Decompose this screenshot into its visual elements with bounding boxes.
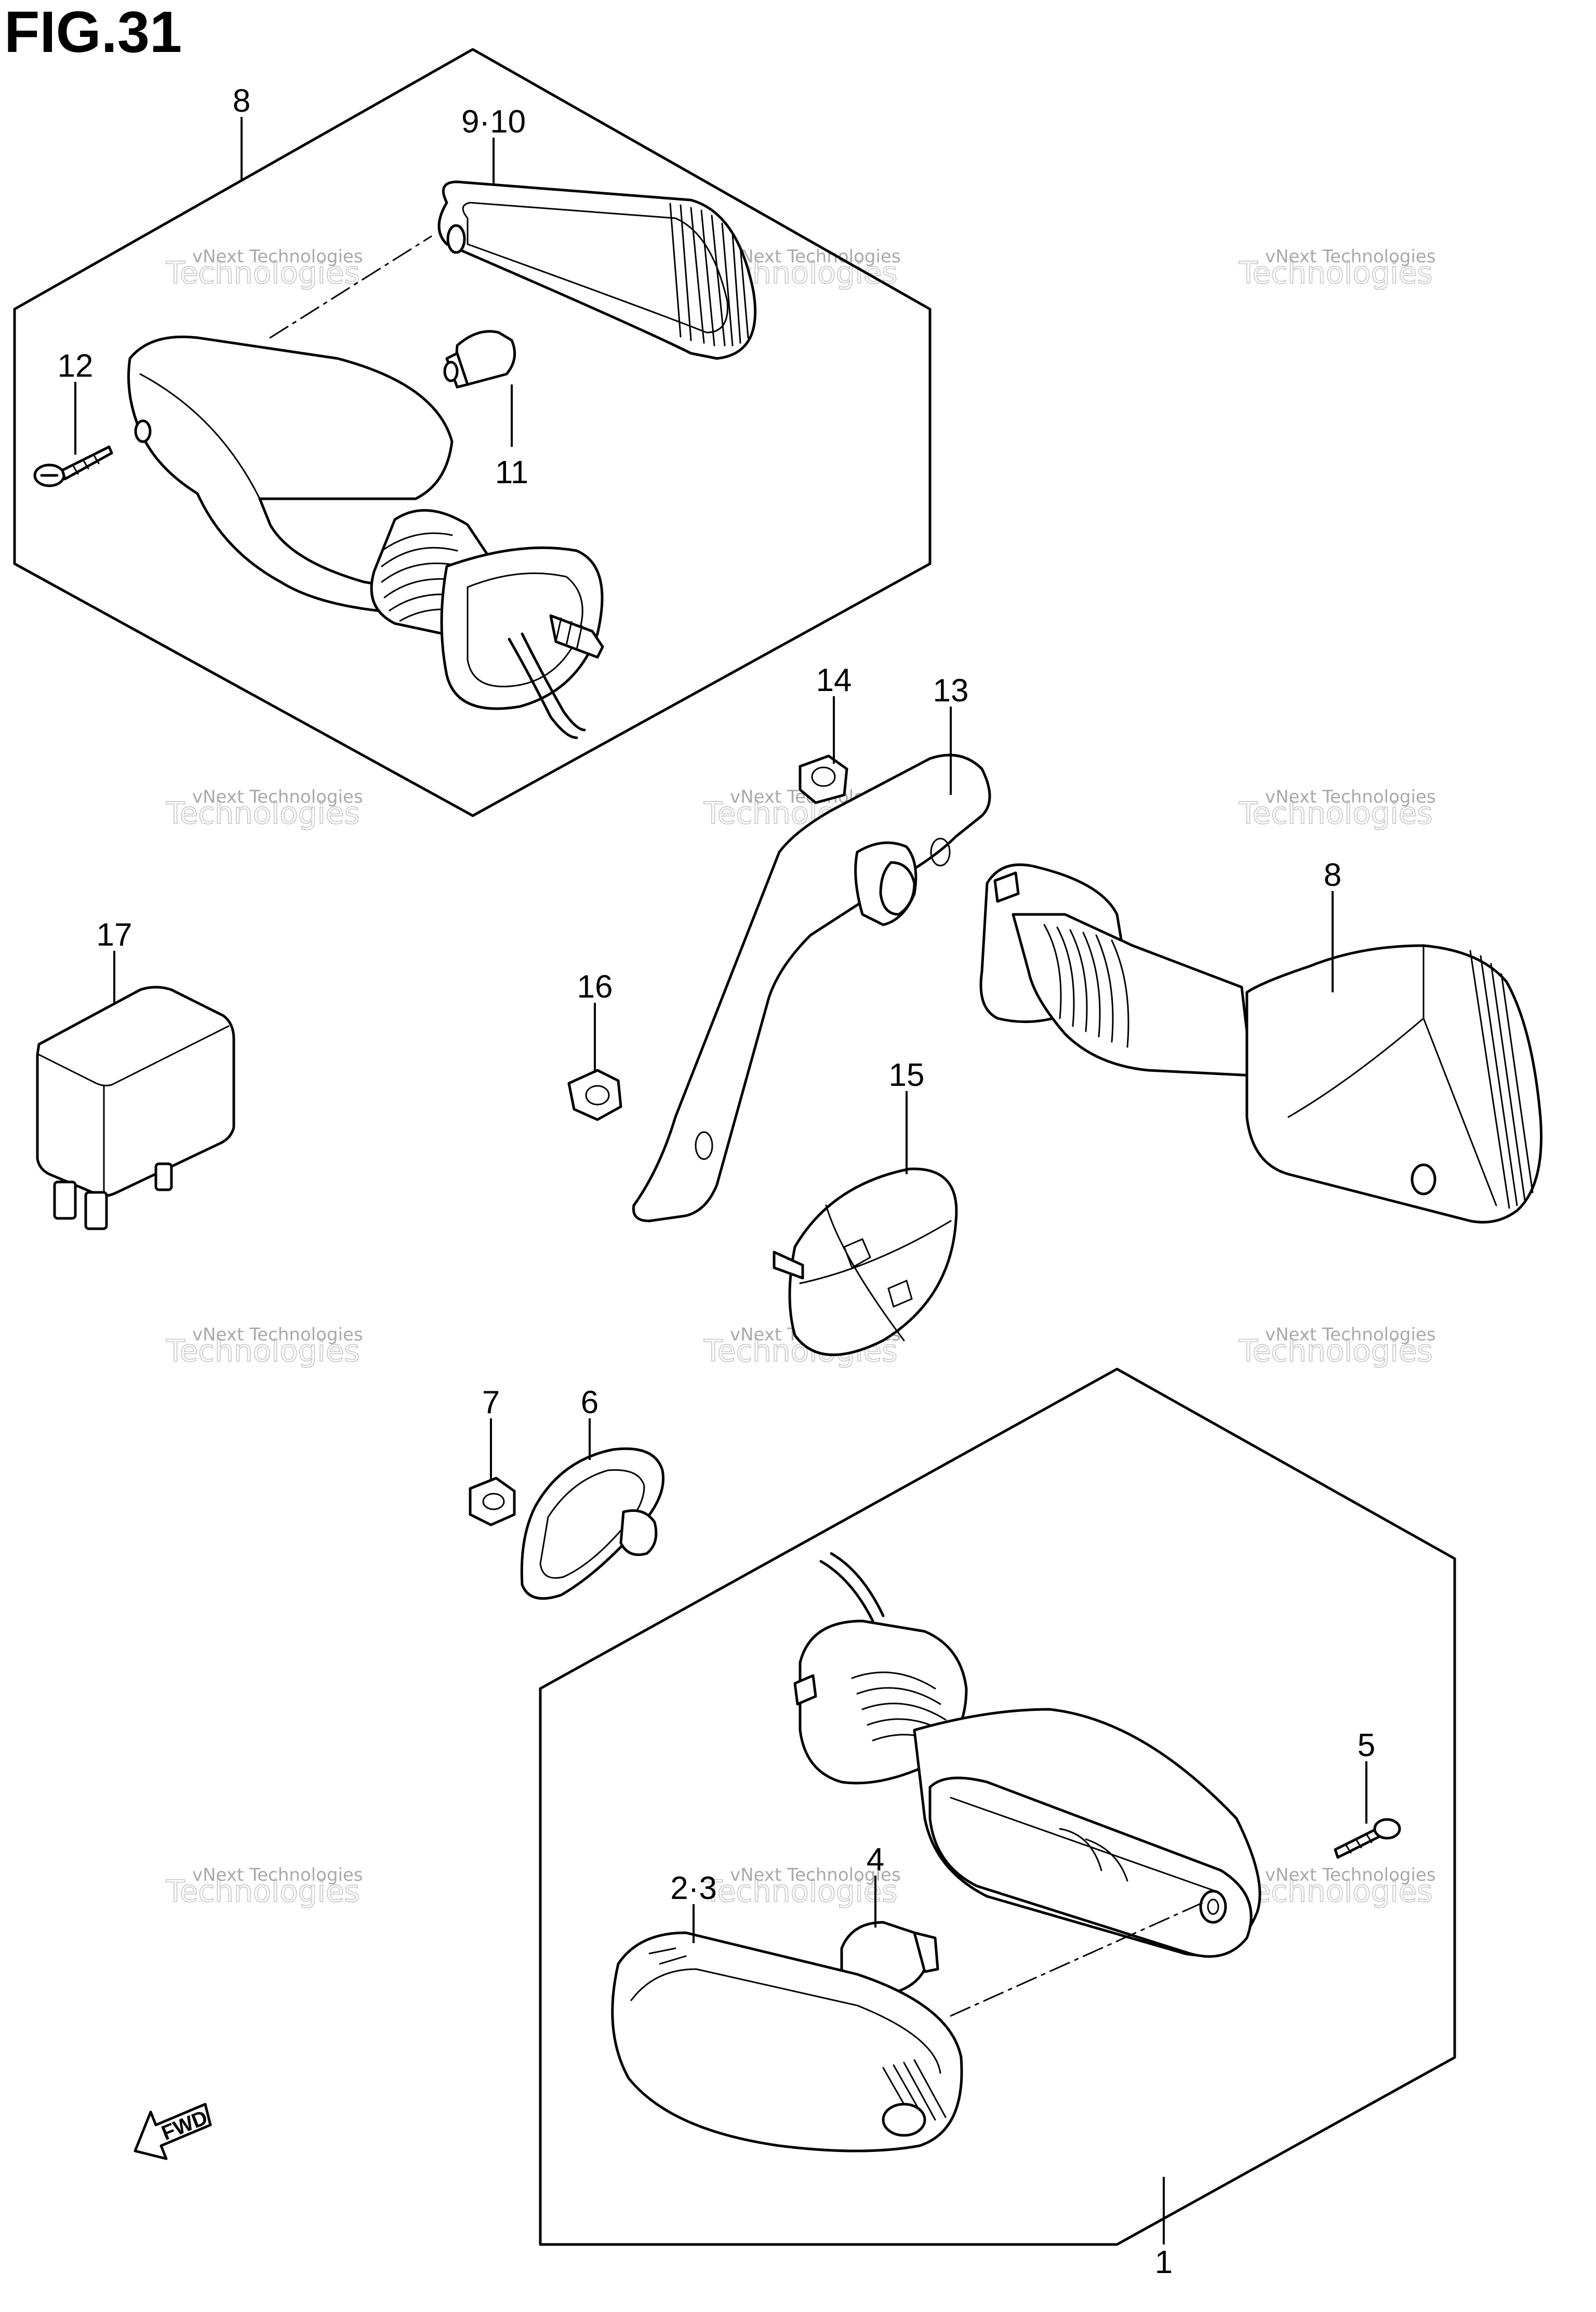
turn-signal-housing-top (127, 335, 604, 739)
svg-text:vNext Technologies: vNext Technologies (1265, 787, 1436, 807)
callout-11: 11 (495, 455, 528, 490)
svg-text:vNext Technologies: vNext Technologies (1265, 1865, 1436, 1885)
svg-text:vNext Technologies: vNext Technologies (192, 1865, 363, 1885)
svg-text:Technologies: Technologies (166, 1333, 360, 1368)
callout-1: 1 (1155, 2244, 1173, 2280)
nut-7 (469, 1477, 516, 1526)
callout-15: 15 (889, 1057, 925, 1093)
svg-text:vNext Technologies: vNext Technologies (1265, 246, 1436, 267)
assembly-line (269, 235, 432, 339)
svg-text:vNext Technologies: vNext Technologies (192, 1324, 363, 1345)
relay-unit (36, 986, 235, 1230)
callout-7: 7 (482, 1385, 500, 1420)
callout-2-3: 2·3 (670, 1870, 717, 1906)
nut-14 (799, 754, 848, 804)
screw-bottom (1334, 1818, 1401, 1859)
callout-12: 12 (58, 348, 94, 384)
svg-text:Technologies: Technologies (1239, 795, 1433, 831)
grommet (520, 1447, 665, 1600)
callout-leaders (74, 117, 1367, 2244)
reflector (773, 1167, 958, 1357)
svg-text:Technologies: Technologies (1239, 1333, 1433, 1368)
callout-14: 14 (816, 662, 852, 698)
callout-13: 13 (933, 673, 969, 709)
svg-text:vNext Technologies: vNext Technologies (192, 246, 363, 267)
callout-4: 4 (867, 1842, 884, 1878)
svg-text:vNext Technologies: vNext Technologies (1265, 1324, 1436, 1345)
callout-17: 17 (97, 917, 132, 953)
svg-text:vNext Technologies: vNext Technologies (730, 246, 901, 267)
svg-text:vNext Technologies: vNext Technologies (192, 787, 363, 807)
callout-5: 5 (1358, 1728, 1375, 1763)
svg-text:Technologies: Technologies (166, 255, 360, 290)
callout-8-top: 8 (233, 83, 250, 119)
svg-text:Technologies: Technologies (166, 795, 360, 831)
svg-text:Technologies: Technologies (1239, 255, 1433, 290)
svg-text:vNext Technologies: vNext Technologies (730, 1865, 901, 1885)
bulb-top (443, 330, 516, 389)
callout-16: 16 (577, 969, 613, 1005)
lens-top (437, 180, 757, 360)
callout-6: 6 (581, 1385, 598, 1420)
lens-bottom (611, 1901, 1206, 2152)
turn-signal-housing-right (979, 863, 1543, 1224)
svg-text:Technologies: Technologies (1239, 1873, 1433, 1909)
svg-text:Technologies: Technologies (703, 1873, 898, 1909)
fwd-arrow-icon: FWD (134, 2103, 212, 2160)
svg-text:Technologies: Technologies (166, 1873, 360, 1909)
nut-16 (567, 1069, 622, 1121)
callout-8-right: 8 (1324, 857, 1341, 893)
figure-title: FIG.31 (4, 0, 182, 64)
turn-signal-housing-bottom (793, 1552, 1261, 1958)
bracket (632, 753, 991, 1223)
screw-top (33, 445, 113, 487)
assembly-outline-top (13, 48, 932, 817)
callout-labels: 8 9·10 12 11 14 13 8 17 16 15 7 6 5 4 2·… (58, 83, 1376, 2280)
callout-9-10: 9·10 (461, 104, 526, 140)
assembly-outline-bottom (539, 1367, 1456, 2246)
